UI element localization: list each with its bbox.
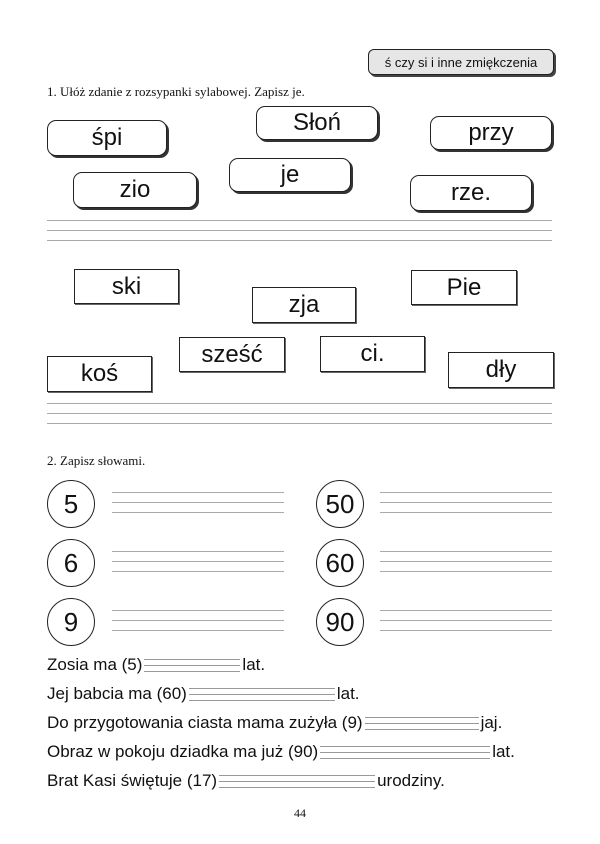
- sentence-text: urodziny.: [377, 771, 445, 790]
- writing-lines[interactable]: [112, 610, 284, 634]
- syllable-card[interactable]: Pie: [411, 270, 517, 305]
- syllable-card[interactable]: ski: [74, 269, 179, 304]
- writing-lines[interactable]: [47, 403, 552, 433]
- sentence-text: lat.: [492, 742, 515, 761]
- task-1-instruction: 1. Ułóż zdanie z rozsypanki sylabowej. Z…: [47, 84, 305, 99]
- sentence-row: Zosia ma (5) lat.: [47, 655, 265, 675]
- sentence-row: Jej babcia ma (60) lat.: [47, 684, 360, 704]
- sentence-row: Brat Kasi świętuje (17) urodziny.: [47, 771, 445, 791]
- number-circle: 90: [316, 598, 364, 646]
- answer-blank[interactable]: [320, 744, 491, 760]
- sentence-text: Brat Kasi świętuje (17): [47, 771, 218, 790]
- writing-lines[interactable]: [47, 220, 552, 250]
- syllable-card[interactable]: rze.: [410, 175, 532, 211]
- syllable-card[interactable]: koś: [47, 356, 152, 392]
- syllable-card[interactable]: sześć: [179, 337, 285, 372]
- sentence-row: Do przygotowania ciasta mama zużyła (9) …: [47, 713, 502, 733]
- page-number: 44: [294, 806, 306, 820]
- syllable-card[interactable]: zja: [252, 287, 356, 323]
- syllable-card[interactable]: ci.: [320, 336, 425, 372]
- task-2-instruction: 2. Zapisz słowami.: [47, 453, 146, 468]
- number-circle: 5: [47, 480, 95, 528]
- sentence-text: lat.: [336, 684, 360, 703]
- sentence-text: Obraz w pokoju dziadka ma już (90): [47, 742, 319, 761]
- writing-lines[interactable]: [380, 492, 552, 516]
- syllable-card[interactable]: śpi: [47, 120, 167, 156]
- sentence-text: Jej babcia ma (60): [47, 684, 187, 703]
- sentence-text: jaj.: [480, 713, 503, 732]
- syllable-card[interactable]: je: [229, 158, 351, 192]
- number-circle: 6: [47, 539, 95, 587]
- topic-badge: ś czy si i inne zmiękczenia: [368, 49, 554, 75]
- number-circle: 50: [316, 480, 364, 528]
- writing-lines[interactable]: [380, 551, 552, 575]
- answer-blank[interactable]: [144, 657, 241, 673]
- number-circle: 60: [316, 539, 364, 587]
- syllable-card[interactable]: przy: [430, 116, 552, 150]
- sentence-text: lat.: [242, 655, 266, 674]
- answer-blank[interactable]: [219, 773, 376, 789]
- answer-blank[interactable]: [188, 686, 335, 702]
- syllable-card[interactable]: zio: [73, 172, 197, 208]
- writing-lines[interactable]: [112, 492, 284, 516]
- writing-lines[interactable]: [380, 610, 552, 634]
- syllable-card[interactable]: Słoń: [256, 106, 378, 140]
- sentence-text: Do przygotowania ciasta mama zużyła (9): [47, 713, 363, 732]
- answer-blank[interactable]: [364, 715, 479, 731]
- sentence-text: Zosia ma (5): [47, 655, 143, 674]
- sentence-row: Obraz w pokoju dziadka ma już (90) lat.: [47, 742, 515, 762]
- number-circle: 9: [47, 598, 95, 646]
- syllable-card[interactable]: dły: [448, 352, 554, 388]
- writing-lines[interactable]: [112, 551, 284, 575]
